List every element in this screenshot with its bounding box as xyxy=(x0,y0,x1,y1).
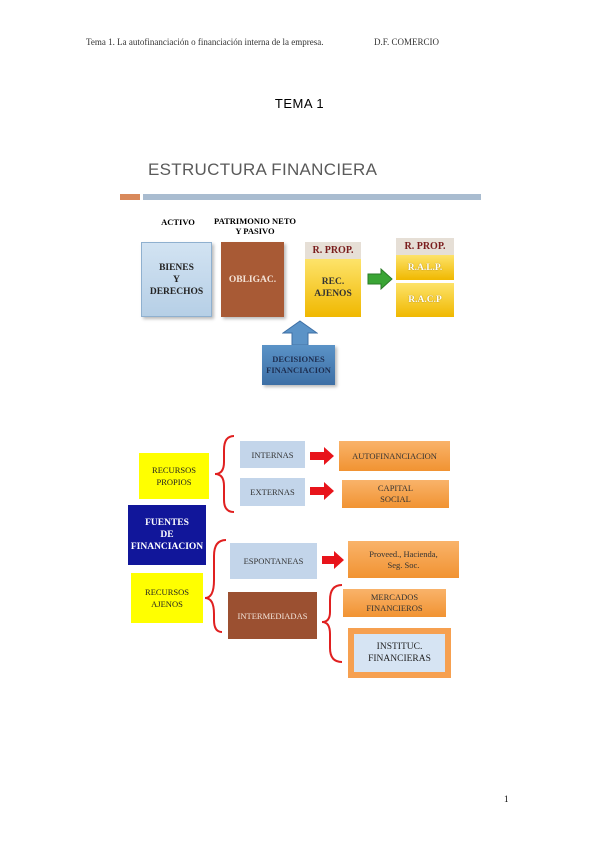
decisiones-financiacion-box: DECISIONES FINANCIACION xyxy=(262,345,335,385)
header-right-text: D.F. COMERCIO xyxy=(374,37,440,47)
column-label-patrimonio: PATRIMONIO NETO Y PASIVO xyxy=(214,216,296,236)
instituciones-financieras-label: INSTITUC. FINANCIERAS xyxy=(354,634,445,672)
instituciones-financieras-box: INSTITUC. FINANCIERAS xyxy=(348,628,451,678)
title-accent-bar xyxy=(120,194,140,200)
intermediadas-box: INTERMEDIADAS xyxy=(228,592,317,639)
arrow-espontaneas xyxy=(322,551,344,569)
mercados-financieros-box: MERCADOS FINANCIEROS xyxy=(343,589,446,617)
structure-diagram-title: ESTRUCTURA FINANCIERA xyxy=(148,160,378,179)
internas-box: INTERNAS xyxy=(240,441,305,468)
recursos-propios-label-right: R. PROP. xyxy=(396,238,454,255)
obligaciones-box: OBLIGAC. xyxy=(221,242,284,317)
recursos-ajenos-box: REC. AJENOS xyxy=(305,259,361,317)
document-title: TEMA 1 xyxy=(274,96,325,111)
title-underline-bar xyxy=(143,194,481,200)
fuentes-financiacion-box: FUENTES DE FINANCIACION xyxy=(128,505,206,565)
recursos-ajenos-box: RECURSOS AJENOS xyxy=(131,573,203,623)
column-label-activo: ACTIVO xyxy=(161,217,195,227)
arrow-externas xyxy=(310,482,334,500)
green-arrow-icon xyxy=(367,268,393,290)
brace-recursos-ajenos xyxy=(204,539,227,633)
racp-box: R.A.C.P xyxy=(396,283,454,317)
autofinanciacion-box: AUTOFINANCIACION xyxy=(339,441,450,471)
brace-recursos-propios xyxy=(214,435,235,513)
arrow-internas xyxy=(310,447,334,465)
brace-intermediadas xyxy=(321,584,343,663)
page-number: 1 xyxy=(504,794,509,804)
recursos-propios-box: RECURSOS PROPIOS xyxy=(139,453,209,499)
espontaneas-box: ESPONTANEAS xyxy=(230,543,317,579)
bienes-derechos-box: BIENES Y DERECHOS xyxy=(141,242,212,317)
proveedores-hacienda-box: Proveed., Hacienda, Seg. Soc. xyxy=(348,541,459,578)
recursos-propios-label-left: R. PROP. xyxy=(305,242,361,259)
capital-social-box: CAPITAL SOCIAL xyxy=(342,480,449,508)
header-left-text: Tema 1. La autofinanciación o financiaci… xyxy=(86,37,324,47)
externas-box: EXTERNAS xyxy=(240,478,305,506)
ralp-box: R.A.L.P. xyxy=(396,255,454,280)
